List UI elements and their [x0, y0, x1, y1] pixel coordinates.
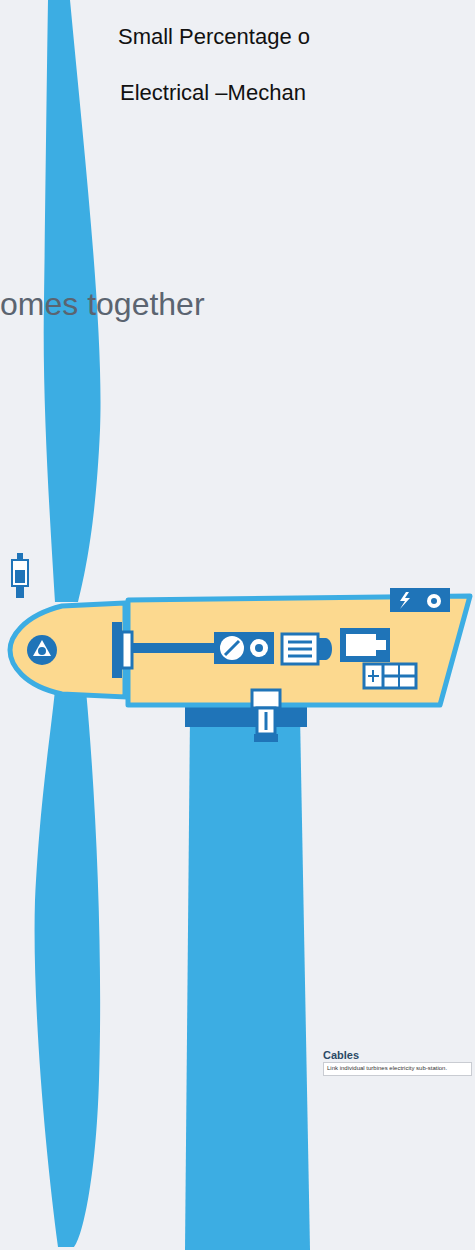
sensor-icon — [431, 598, 437, 604]
tower — [185, 715, 310, 1250]
generator — [288, 655, 312, 658]
yaw-motor — [252, 690, 280, 708]
callout-text: Link individual turbines electricity sub… — [323, 1062, 472, 1076]
hub-icon — [27, 635, 57, 665]
generator — [318, 638, 332, 660]
sensor-icon — [390, 588, 450, 612]
callout-box: CablesLink individual turbines electrici… — [323, 1049, 472, 1079]
control-cabinet — [372, 670, 374, 682]
pitch-icon — [15, 570, 25, 583]
pitch-icon — [12, 560, 28, 586]
heading-text: omes together — [0, 286, 205, 323]
yaw-motor — [254, 734, 278, 742]
pitch-icon — [16, 586, 24, 598]
pitch-icon — [17, 553, 23, 560]
gearbox — [214, 632, 274, 664]
yaw-motor — [265, 712, 268, 730]
hub — [10, 603, 125, 697]
heading-text: Electrical –Mechan — [120, 80, 306, 106]
callout-heading: Cables — [323, 1049, 472, 1061]
control-cabinet — [398, 664, 400, 688]
blade — [35, 690, 101, 1247]
hub-icon — [38, 647, 46, 655]
sensor-icon — [427, 594, 441, 608]
generator — [282, 634, 318, 664]
coupling — [122, 632, 132, 668]
converter — [376, 640, 386, 650]
gearbox — [220, 636, 244, 660]
sensor-icon — [400, 592, 410, 609]
converter — [346, 634, 376, 656]
gearbox — [225, 641, 239, 655]
yaw-motor — [257, 708, 275, 734]
hub-icon — [33, 640, 51, 656]
generator — [288, 641, 312, 644]
generator — [288, 648, 312, 651]
converter — [340, 628, 390, 662]
nacelle — [128, 596, 470, 705]
gearbox — [255, 644, 263, 652]
main-shaft — [132, 643, 216, 653]
gearbox — [250, 639, 268, 657]
heading-text: Small Percentage o — [118, 24, 310, 50]
control-cabinet — [364, 664, 416, 688]
